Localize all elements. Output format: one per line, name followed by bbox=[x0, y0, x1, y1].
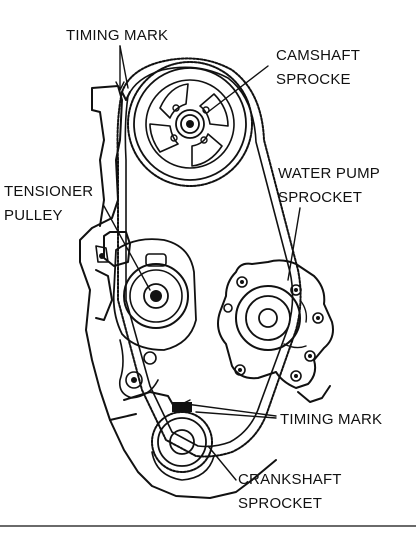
engine-cover bbox=[79, 85, 331, 499]
label-water-pump-line2: SPROCKET bbox=[278, 189, 362, 206]
crankshaft-sprocket bbox=[151, 402, 215, 481]
label-crankshaft-line1: CRANKSHAFT bbox=[238, 471, 342, 488]
label-timing-mark-top: TIMING MARK bbox=[66, 27, 168, 44]
label-camshaft-line1: CAMSHAFT bbox=[276, 47, 360, 64]
labels: TIMING MARK CAMSHAFT SPROCKE WATER PUMP … bbox=[4, 27, 382, 512]
label-camshaft-line2: SPROCKE bbox=[276, 71, 351, 88]
water-pump-sprocket bbox=[217, 259, 334, 389]
leader-lines bbox=[103, 45, 301, 481]
label-tensioner-line1: TENSIONER bbox=[4, 183, 93, 200]
tensioner-pulley bbox=[95, 238, 197, 399]
timing-belt bbox=[116, 57, 302, 458]
label-crankshaft-line2: SPROCKET bbox=[238, 495, 322, 512]
label-water-pump-line1: WATER PUMP bbox=[278, 165, 380, 182]
label-tensioner-line2: PULLEY bbox=[4, 207, 63, 224]
label-timing-mark-bottom: TIMING MARK bbox=[280, 411, 382, 428]
camshaft-sprocket bbox=[121, 61, 253, 187]
